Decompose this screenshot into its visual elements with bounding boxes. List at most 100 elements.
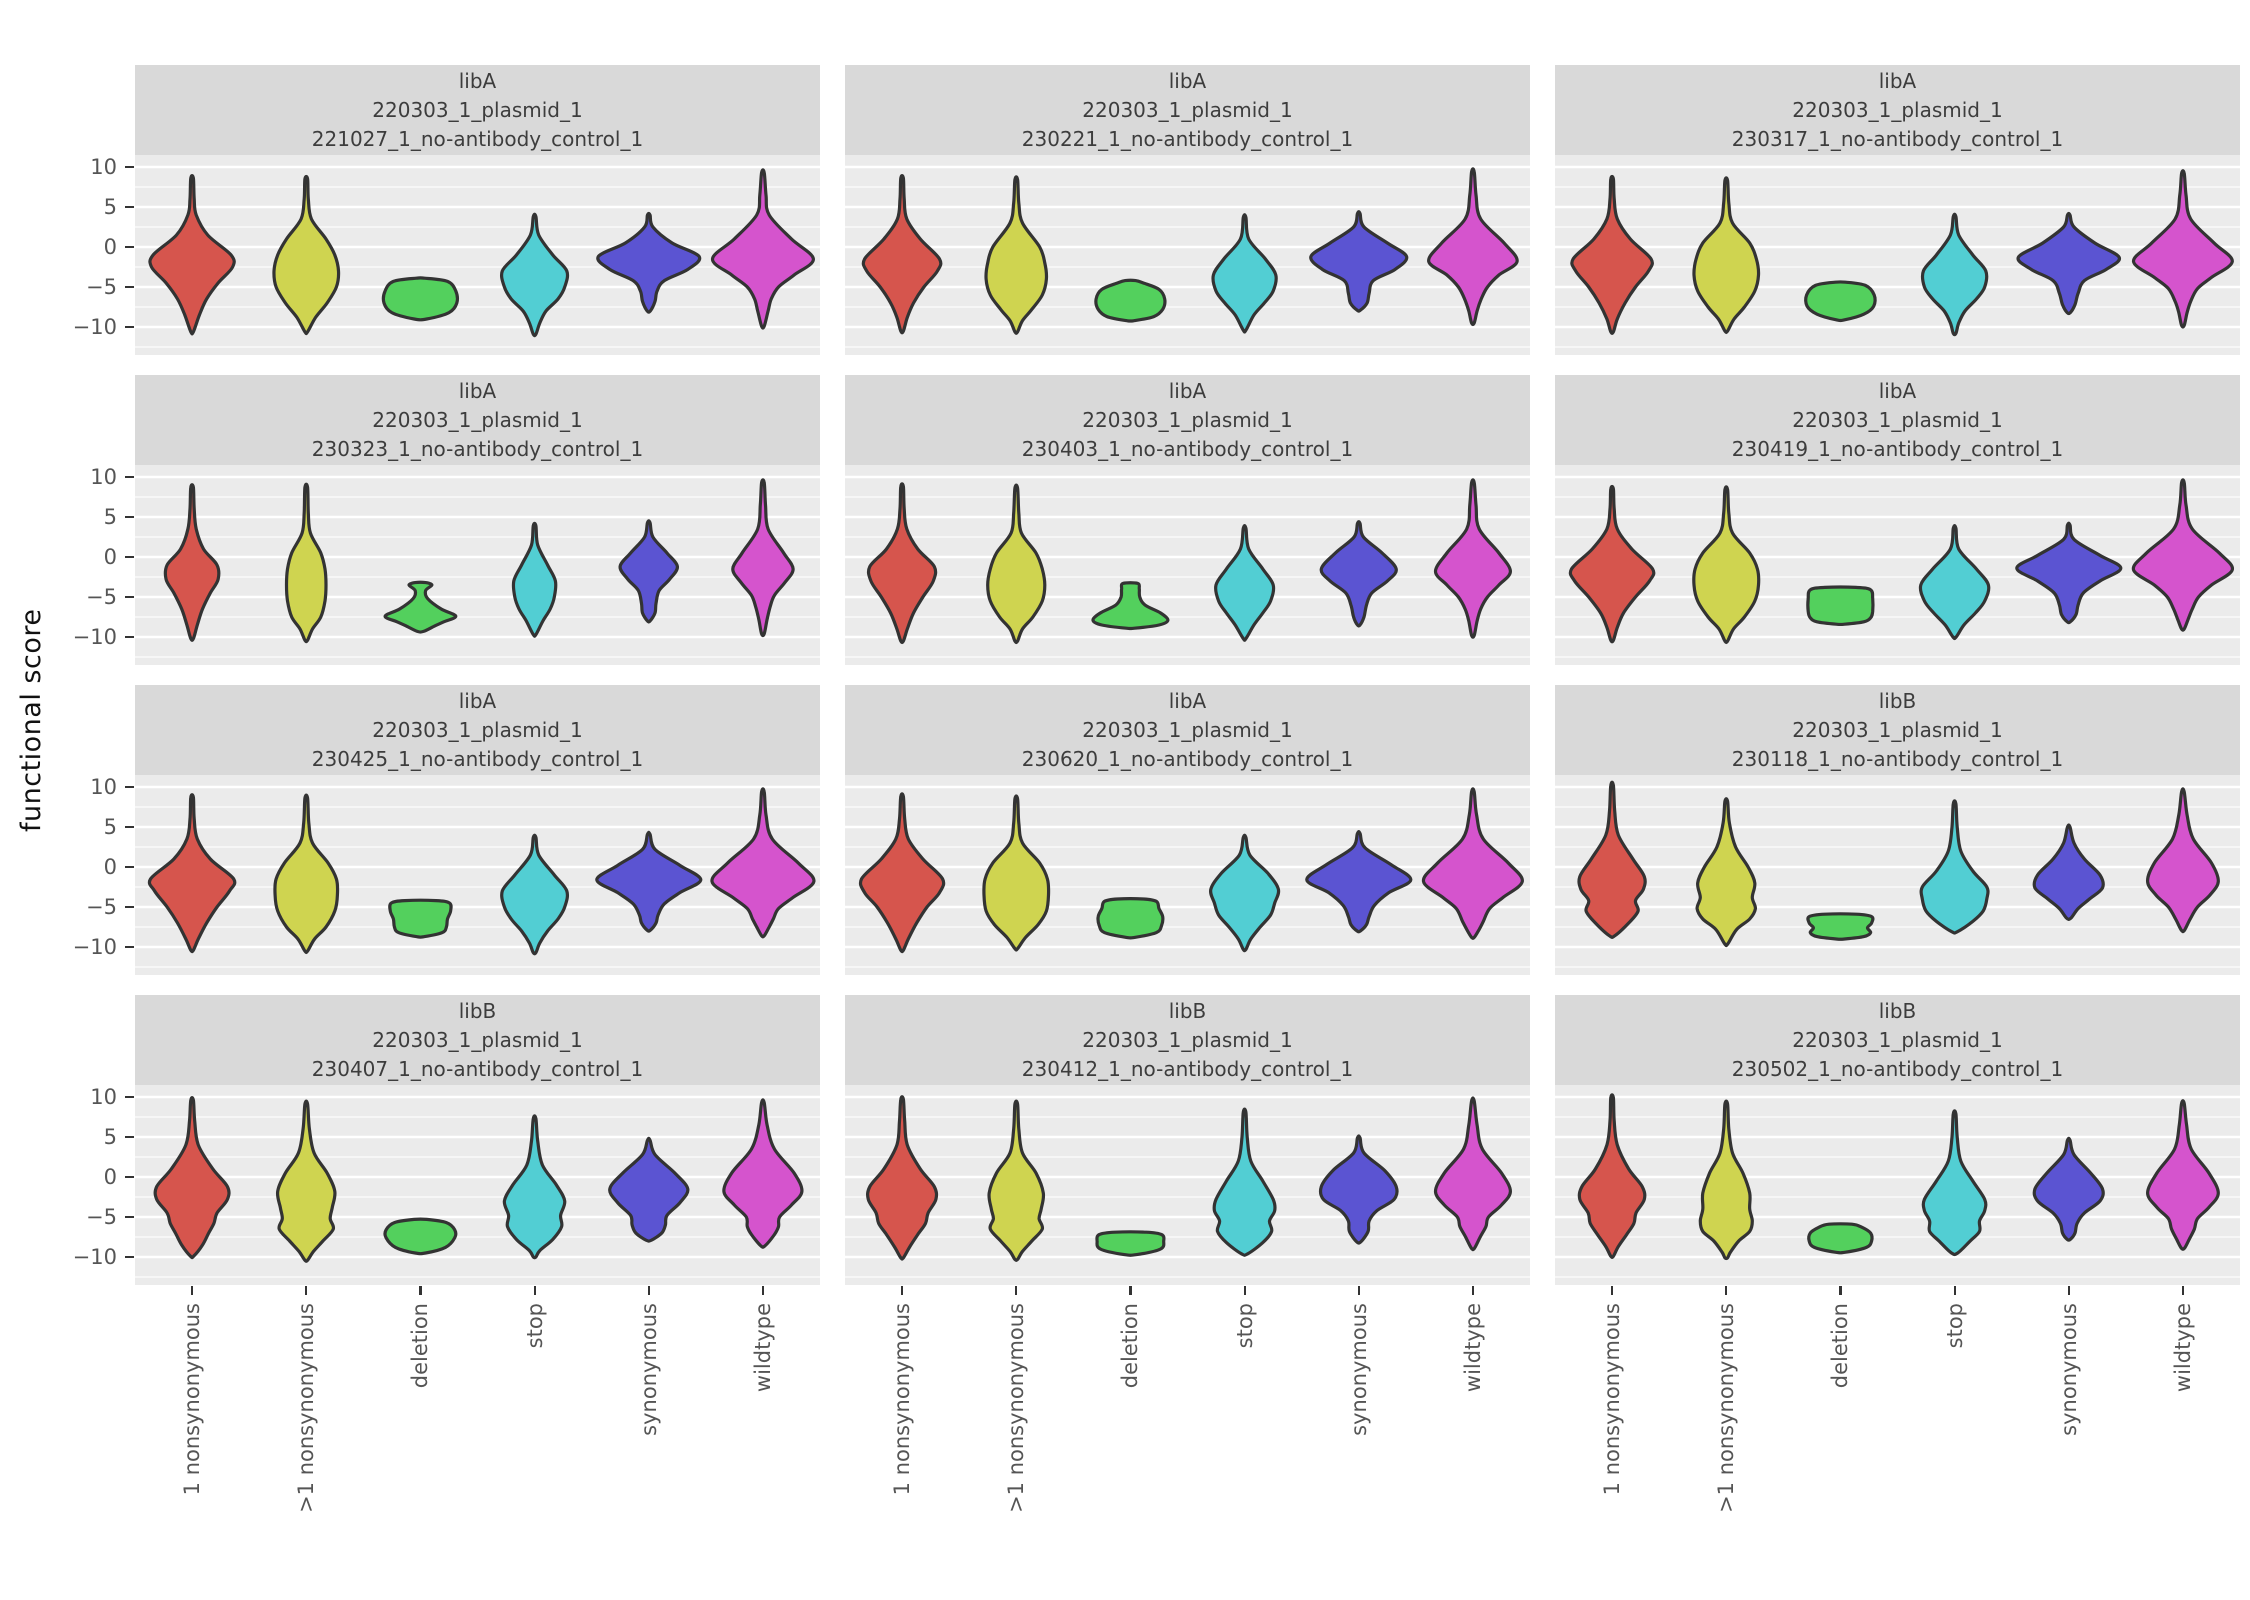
violin-plot-canvas bbox=[1555, 475, 2240, 658]
y-tick-label: −5 bbox=[86, 1205, 117, 1229]
x-tick-label: >1 nonsynonymous bbox=[294, 1303, 319, 1513]
x-tick-label: deletion bbox=[1118, 1303, 1143, 1389]
y-tick-mark bbox=[125, 556, 134, 559]
violin-deletion bbox=[381, 276, 459, 322]
violin-deletion bbox=[1096, 897, 1165, 940]
facet-title-line: 220303_1_plasmid_1 bbox=[1792, 407, 2003, 432]
y-tick-mark bbox=[125, 206, 134, 209]
x-tick-label: synonymous bbox=[1346, 1303, 1371, 1436]
violin-1-nonsynonymous bbox=[1577, 1093, 1647, 1259]
violin-deletion bbox=[1804, 280, 1877, 323]
y-tick-mark bbox=[125, 946, 134, 949]
facet-title-line: 221027_1_no-antibody_control_1 bbox=[311, 126, 644, 151]
y-tick-mark bbox=[125, 866, 134, 869]
violin--1-nonsynonymous bbox=[1692, 176, 1761, 335]
violin-plot-canvas bbox=[1555, 1093, 2240, 1278]
violin--1-nonsynonymous bbox=[275, 1099, 337, 1263]
violin-plot-canvas bbox=[135, 475, 820, 658]
violin-1-nonsynonymous bbox=[866, 482, 938, 645]
x-tick-mark bbox=[305, 1286, 308, 1295]
facet-title-line: 220303_1_plasmid_1 bbox=[1082, 717, 1293, 742]
violin-stop bbox=[1212, 1107, 1277, 1257]
facet-title-line: libA bbox=[1168, 688, 1207, 713]
x-tick-label: >1 nonsynonymous bbox=[1714, 1303, 1739, 1513]
violin-plot-canvas bbox=[135, 165, 820, 348]
violin-stop bbox=[1919, 799, 1990, 935]
violin-deletion bbox=[1091, 581, 1170, 631]
violin-deletion bbox=[1807, 1222, 1874, 1255]
violin-stop bbox=[1918, 523, 1991, 641]
y-tick-mark bbox=[125, 596, 134, 599]
plot-panel bbox=[1555, 465, 2240, 665]
plot-panel bbox=[1555, 775, 2240, 975]
violin-wildtype bbox=[2145, 787, 2220, 934]
y-tick-mark bbox=[125, 1136, 134, 1139]
y-tick-mark bbox=[125, 246, 134, 249]
violin-1-nonsynonymous bbox=[866, 1095, 939, 1261]
x-tick-label: stop bbox=[1232, 1303, 1257, 1349]
plot-panel bbox=[845, 465, 1530, 665]
violin-deletion bbox=[383, 580, 458, 634]
facet-title-line: 230323_1_no-antibody_control_1 bbox=[311, 436, 644, 461]
facet-title-line: 230412_1_no-antibody_control_1 bbox=[1021, 1056, 1354, 1081]
x-tick-mark bbox=[1725, 1286, 1728, 1295]
y-tick-label: 10 bbox=[90, 155, 117, 179]
violin--1-nonsynonymous bbox=[1692, 485, 1761, 645]
violin-synonymous bbox=[2016, 211, 2122, 316]
violin-stop bbox=[1208, 833, 1281, 953]
violin-1-nonsynonymous bbox=[861, 173, 943, 335]
violin-1-nonsynonymous bbox=[1568, 484, 1656, 644]
plot-panel bbox=[845, 775, 1530, 975]
violin-deletion bbox=[1806, 585, 1875, 627]
y-tick-label: −10 bbox=[72, 935, 117, 959]
y-tick-label: 5 bbox=[103, 815, 117, 839]
facet-title-line: 230419_1_no-antibody_control_1 bbox=[1731, 436, 2064, 461]
violin--1-nonsynonymous bbox=[984, 175, 1049, 335]
facet-title-line: libA bbox=[1878, 68, 1917, 93]
facet-title-line: 220303_1_plasmid_1 bbox=[372, 407, 583, 432]
violin-deletion bbox=[388, 898, 453, 939]
x-tick-label: synonymous bbox=[636, 1303, 661, 1436]
facet-title-line: 220303_1_plasmid_1 bbox=[372, 717, 583, 742]
violin-1-nonsynonymous bbox=[147, 793, 237, 954]
x-tick-label: deletion bbox=[1828, 1303, 1853, 1389]
facet-title-line: 230317_1_no-antibody_control_1 bbox=[1731, 126, 2064, 151]
x-tick-label: synonymous bbox=[2056, 1303, 2081, 1436]
y-tick-label: 10 bbox=[90, 465, 117, 489]
facet-title-line: libB bbox=[458, 998, 497, 1023]
violin-stop bbox=[1921, 1109, 1988, 1257]
facet-title-line: 230118_1_no-antibody_control_1 bbox=[1731, 746, 2064, 771]
violin-wildtype bbox=[722, 1098, 804, 1249]
y-tick-mark bbox=[125, 166, 134, 169]
violin-synonymous bbox=[1318, 1134, 1399, 1245]
facet-title-line: 220303_1_plasmid_1 bbox=[1792, 1027, 2003, 1052]
x-tick-label: stop bbox=[1942, 1303, 1967, 1349]
violin-synonymous bbox=[596, 211, 702, 314]
facet-title-line: 220303_1_plasmid_1 bbox=[372, 1027, 583, 1052]
x-tick-mark bbox=[1129, 1286, 1132, 1295]
facet-title-line: libA bbox=[458, 688, 497, 713]
y-tick-label: −5 bbox=[86, 275, 117, 299]
violin--1-nonsynonymous bbox=[1695, 797, 1758, 948]
facet-title-line: 220303_1_plasmid_1 bbox=[1792, 97, 2003, 122]
violin-wildtype bbox=[1433, 478, 1512, 639]
violin-1-nonsynonymous bbox=[858, 792, 946, 954]
violin-1-nonsynonymous bbox=[163, 483, 221, 642]
x-tick-mark bbox=[1839, 1286, 1842, 1295]
y-tick-label: 0 bbox=[103, 855, 117, 879]
violin-stop bbox=[499, 212, 570, 338]
violin-wildtype bbox=[2131, 169, 2234, 329]
facet-title-line: libA bbox=[1878, 378, 1917, 403]
x-tick-mark bbox=[2181, 1286, 2185, 1295]
y-tick-mark bbox=[125, 516, 134, 519]
y-tick-label: −10 bbox=[72, 1245, 117, 1269]
